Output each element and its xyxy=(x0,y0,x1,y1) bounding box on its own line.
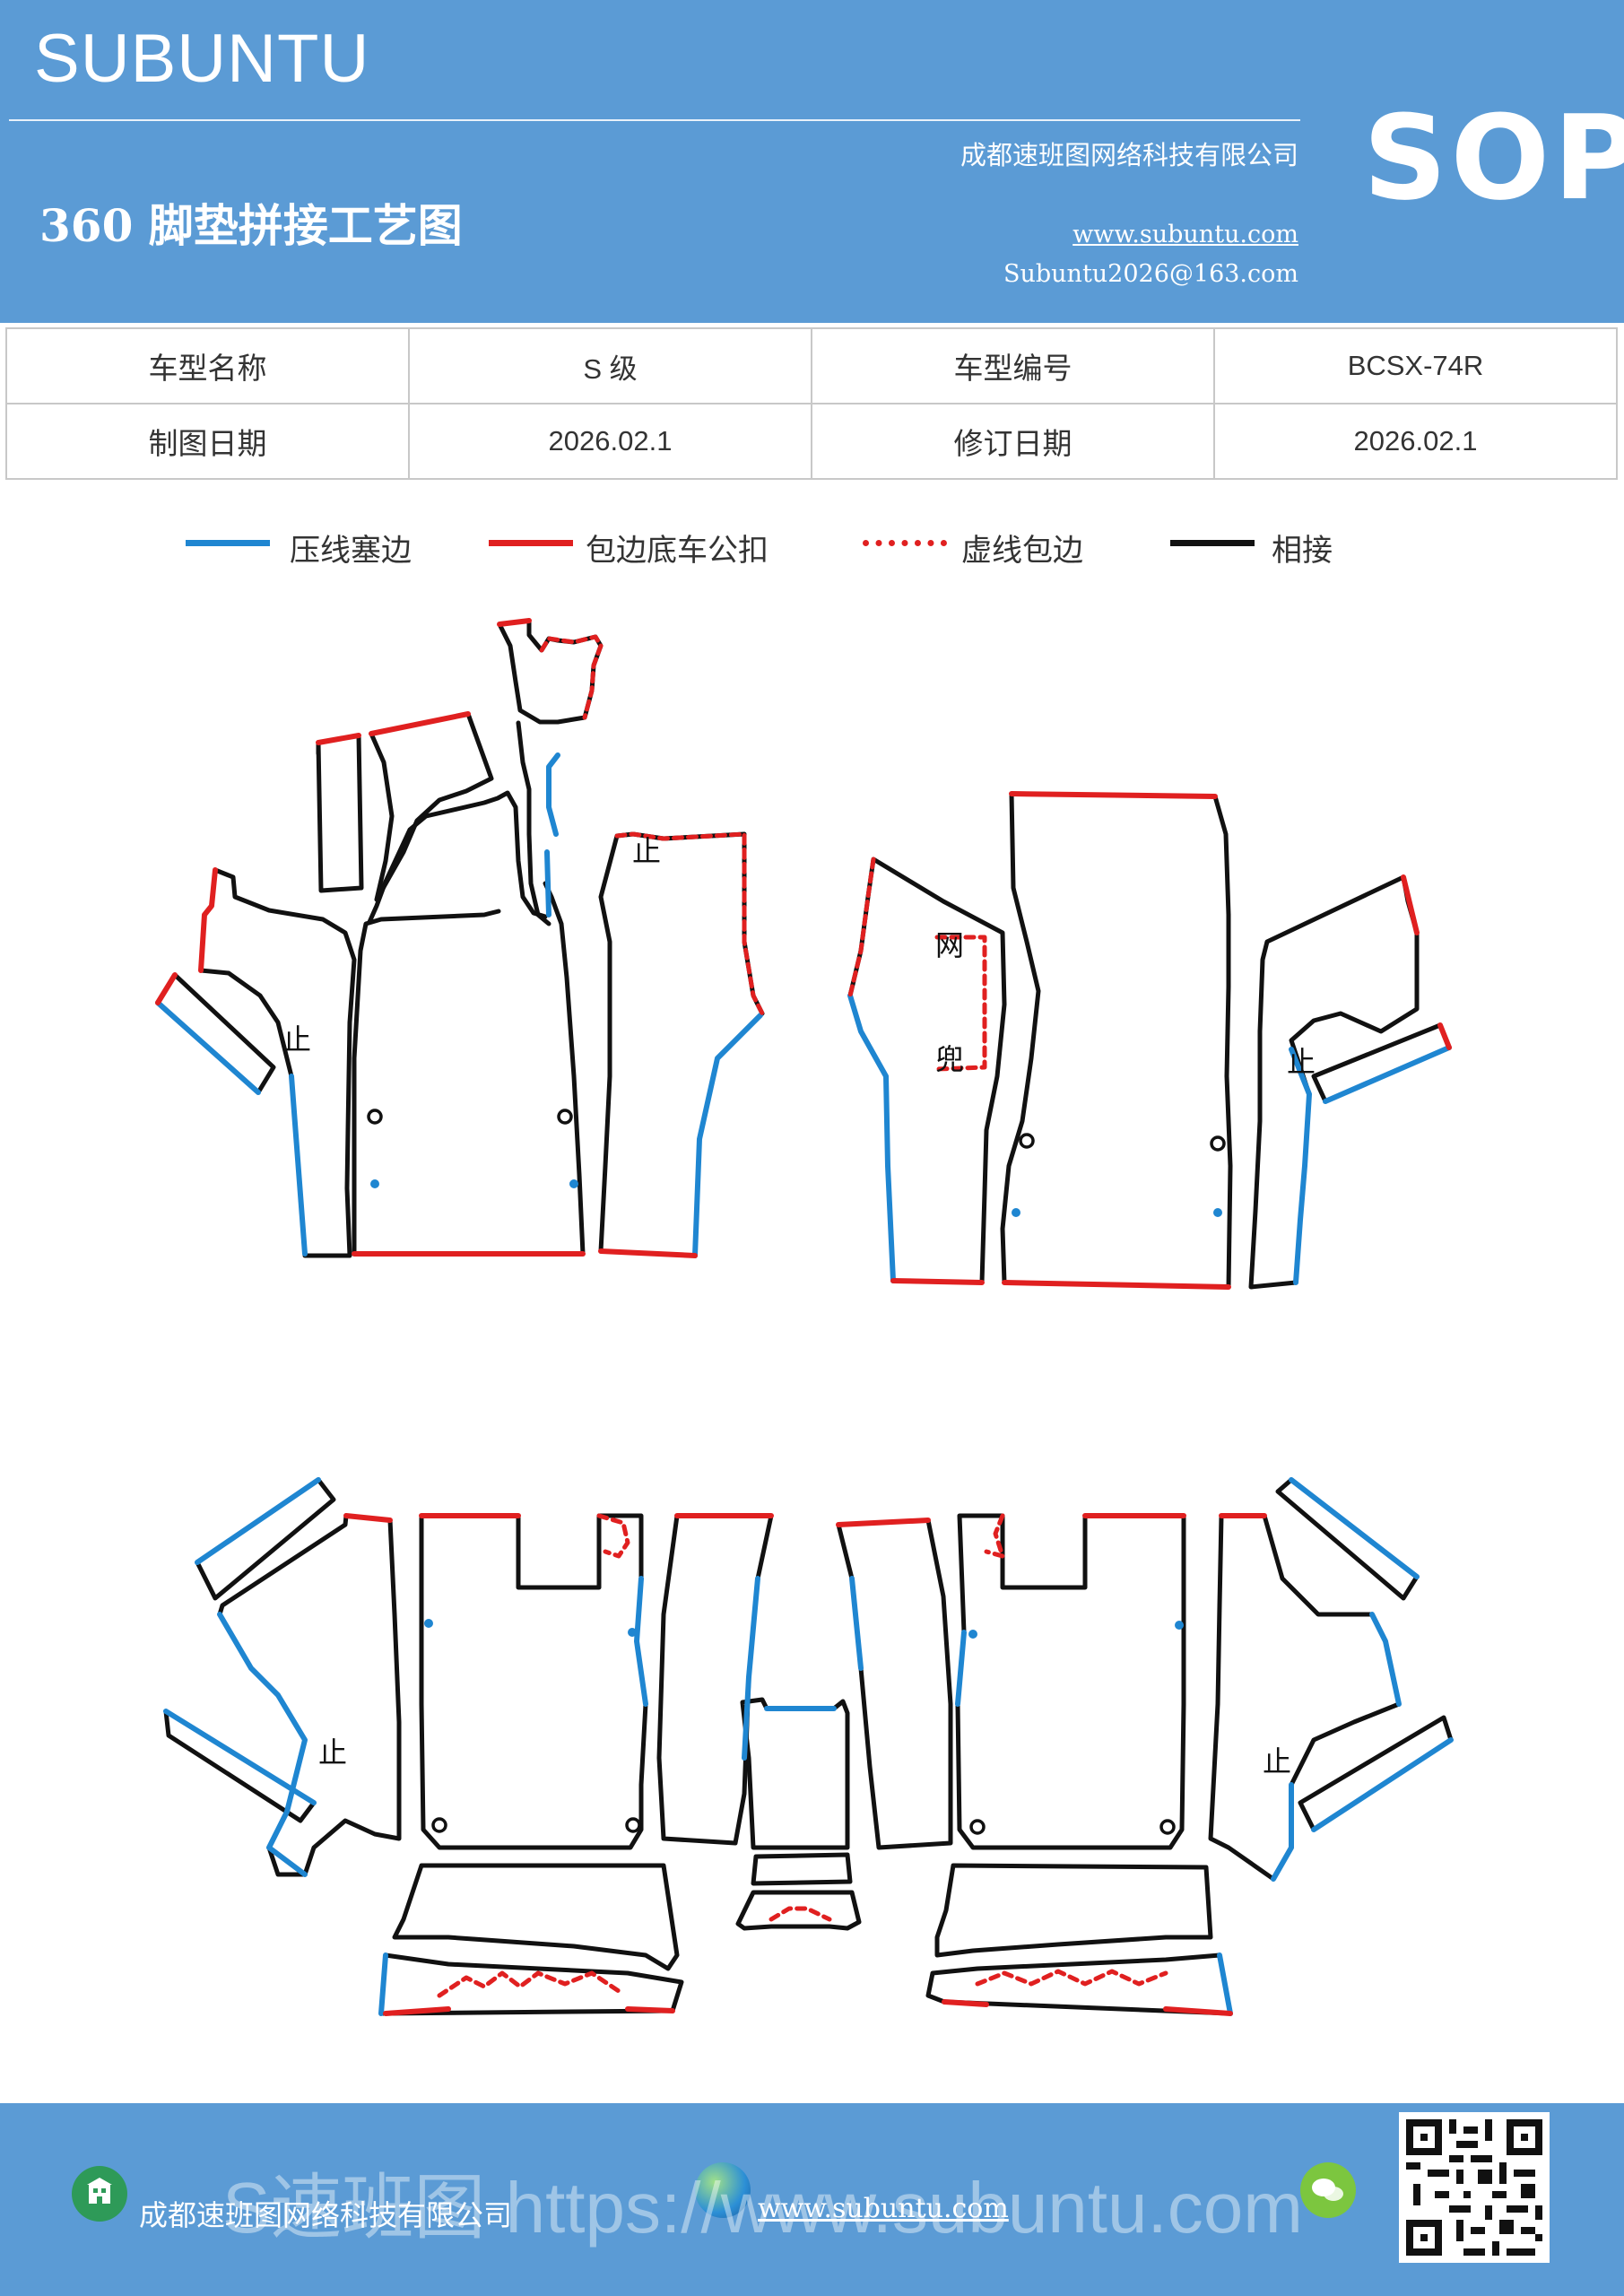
table-row: 车型名称 S 级 车型编号 BCSX-74R xyxy=(5,327,1618,404)
vehicle-info-table: 车型名称 S 级 车型编号 BCSX-74R 制图日期 2026.02.1 修订… xyxy=(5,327,1618,480)
net-pocket-label-top: 网 xyxy=(935,928,964,962)
sop-badge: SOP xyxy=(1363,90,1624,226)
legend-swatch-red xyxy=(489,540,573,546)
table-row: 制图日期 2026.02.1 修订日期 2026.02.1 xyxy=(5,403,1618,480)
header-divider xyxy=(9,119,1300,121)
mat-splice-drawing: 止 止 止 止 止 网 兜 xyxy=(155,618,1454,2016)
fastener-holes xyxy=(367,1109,1226,1835)
stop-mark: 止 xyxy=(1287,1045,1316,1079)
stop-mark: 止 xyxy=(1263,1744,1291,1779)
mat-piece-rear-right-side xyxy=(1208,1513,1402,1882)
legend-swatch-red-dashed xyxy=(863,540,947,546)
legend-swatch-blue xyxy=(186,540,270,546)
mat-piece-front-left-side xyxy=(198,867,357,1258)
globe-icon xyxy=(695,2162,751,2218)
footer-website-link[interactable]: www.subuntu.com xyxy=(758,2193,1009,2224)
mat-piece-front-right-side xyxy=(1248,874,1420,1290)
header-company-name: 成都速班图网络科技有限公司 xyxy=(960,140,1298,170)
mat-piece-front-right-main xyxy=(1000,791,1233,1290)
model-name-label: 车型名称 xyxy=(5,327,410,404)
stop-mark: 止 xyxy=(632,834,661,868)
footer-company-name: 成都速班图网络科技有限公司 xyxy=(139,2198,513,2232)
mat-piece-front-right-door xyxy=(847,857,1007,1285)
header-website-link[interactable]: www.subuntu.com xyxy=(1073,221,1298,248)
qr-code-icon xyxy=(1399,2112,1550,2263)
page-title: 360 脚垫拼接工艺图 xyxy=(39,199,463,252)
header-email: Subuntu2026@163.com xyxy=(1003,260,1298,288)
net-pocket-label-bottom: 兜 xyxy=(935,1042,964,1076)
legend-swatch-black xyxy=(1170,540,1255,546)
mat-piece-rear-right-sill xyxy=(836,1518,953,1850)
mat-piece-front-left-top-notch xyxy=(497,618,604,725)
legend-label: 包边底车公扣 xyxy=(586,533,769,569)
legend-label: 虚线包边 xyxy=(961,533,1083,569)
mat-piece-rear-right-outer xyxy=(1275,1477,1454,1832)
header-banner: SUBUNTU 成都速班图网络科技有限公司 www.subuntu.com Su… xyxy=(0,0,1624,323)
mat-piece-rear-right-step xyxy=(925,1863,1233,2016)
mat-piece-rear-left-sill xyxy=(656,1513,774,1846)
brand-logo-text: SUBUNTU xyxy=(34,21,370,97)
building-icon xyxy=(72,2166,127,2222)
model-code-label: 车型编号 xyxy=(811,327,1215,404)
mat-piece-rear-left-main xyxy=(419,1513,648,1850)
mat-piece-front-left-door xyxy=(598,831,765,1258)
revise-date-label: 修订日期 xyxy=(811,403,1215,480)
mat-piece-front-right-wedge xyxy=(1311,1022,1452,1104)
mat-piece-rear-right-main xyxy=(955,1513,1186,1850)
stop-mark: 止 xyxy=(282,1022,311,1057)
mat-piece-center-tunnel xyxy=(735,1697,862,1931)
edge-legend: 压线塞边 包边底车公扣 虚线包边 相接 xyxy=(0,520,1624,574)
revise-date-value: 2026.02.1 xyxy=(1213,403,1618,480)
mat-piece-front-left-angled xyxy=(369,711,494,902)
stop-mark: 止 xyxy=(318,1735,347,1770)
watermark-text: S速班图 https://www.subuntu.com xyxy=(222,2168,1303,2248)
draw-date-label: 制图日期 xyxy=(5,403,410,480)
footer-banner: 成都速班图网络科技有限公司 www.subuntu.com S速班图 https… xyxy=(0,2103,1624,2296)
legend-label: 压线塞边 xyxy=(290,533,412,569)
model-code-value: BCSX-74R xyxy=(1213,327,1618,404)
draw-date-value: 2026.02.1 xyxy=(408,403,812,480)
legend-label: 相接 xyxy=(1272,533,1333,569)
mat-piece-front-left-pedal-strip xyxy=(316,733,364,893)
wechat-icon xyxy=(1300,2162,1356,2218)
mat-piece-rear-left-step xyxy=(378,1863,684,2016)
model-name-value: S 级 xyxy=(408,327,812,404)
mat-piece-rear-left-outer xyxy=(163,1477,336,1823)
